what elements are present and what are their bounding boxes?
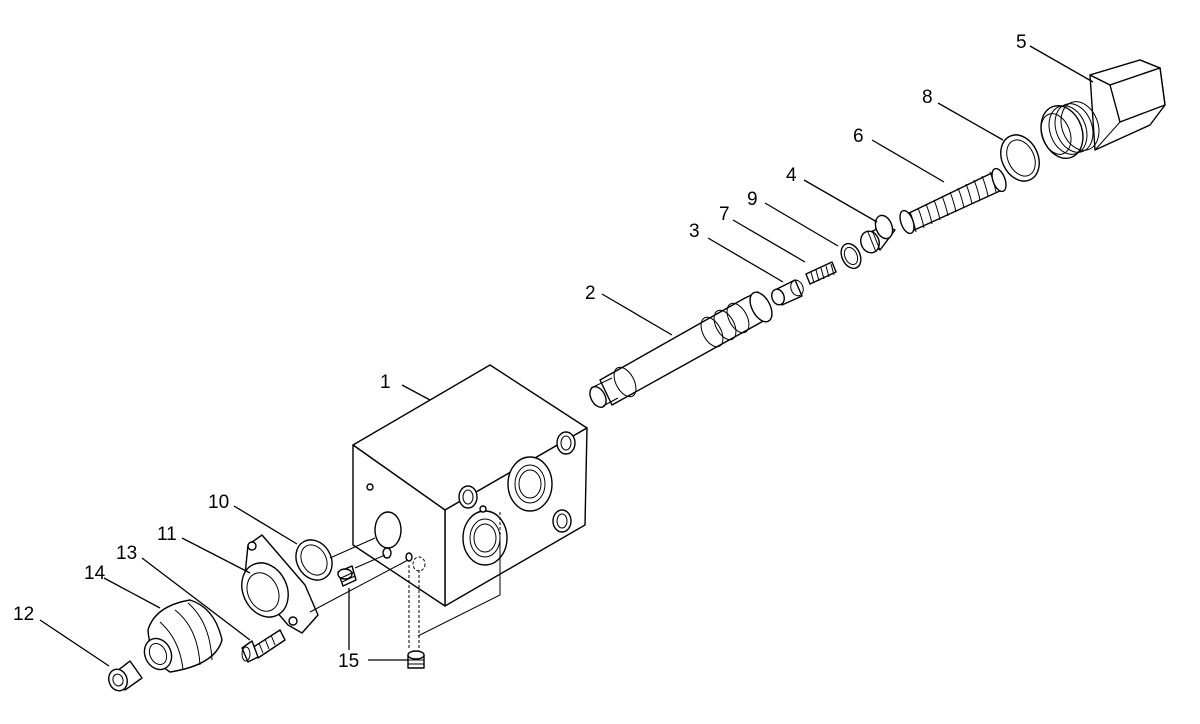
leader-lines — [39, 45, 1094, 667]
callout-3: 3 — [689, 221, 700, 242]
callout-6: 6 — [853, 126, 864, 147]
part-13-cap-screw — [241, 629, 286, 663]
callout-14: 14 — [84, 563, 106, 584]
callout-12: 12 — [13, 604, 34, 625]
part-2-spool — [589, 291, 773, 408]
callout-11: 11 — [157, 524, 177, 545]
callout-2: 2 — [585, 283, 596, 304]
callout-1: 1 — [380, 372, 391, 393]
part-8-sealing-ring — [1000, 134, 1040, 182]
callout-5: 5 — [1016, 32, 1027, 53]
callout-10: 10 — [208, 492, 229, 513]
part-12-cap — [108, 660, 143, 692]
callout-labels: 1 2 3 4 5 6 7 8 9 10 11 12 13 14 15 — [13, 32, 1027, 672]
callout-13: 13 — [116, 543, 137, 564]
part-11-flange-cover — [241, 534, 319, 634]
part-1-valve-body — [352, 364, 588, 607]
part-4-spring-seat — [860, 214, 896, 254]
part-15-set-screw-lower — [407, 650, 425, 669]
callout-8: 8 — [922, 87, 933, 108]
callout-15: 15 — [338, 651, 359, 672]
part-10-o-ring — [295, 539, 333, 581]
part-15-set-screw-upper — [337, 565, 357, 587]
callout-7: 7 — [719, 204, 730, 225]
assembly-guides — [309, 512, 501, 650]
part-9-small-o-ring — [840, 242, 862, 270]
part-5-hex-plug — [1040, 59, 1166, 159]
part-6-spring — [899, 167, 1007, 235]
part-14-rubber-boot — [143, 599, 223, 673]
part-7-small-spring — [805, 261, 837, 285]
callout-9: 9 — [747, 189, 758, 210]
part-3-small-piston — [771, 279, 804, 306]
callout-4: 4 — [786, 165, 797, 186]
